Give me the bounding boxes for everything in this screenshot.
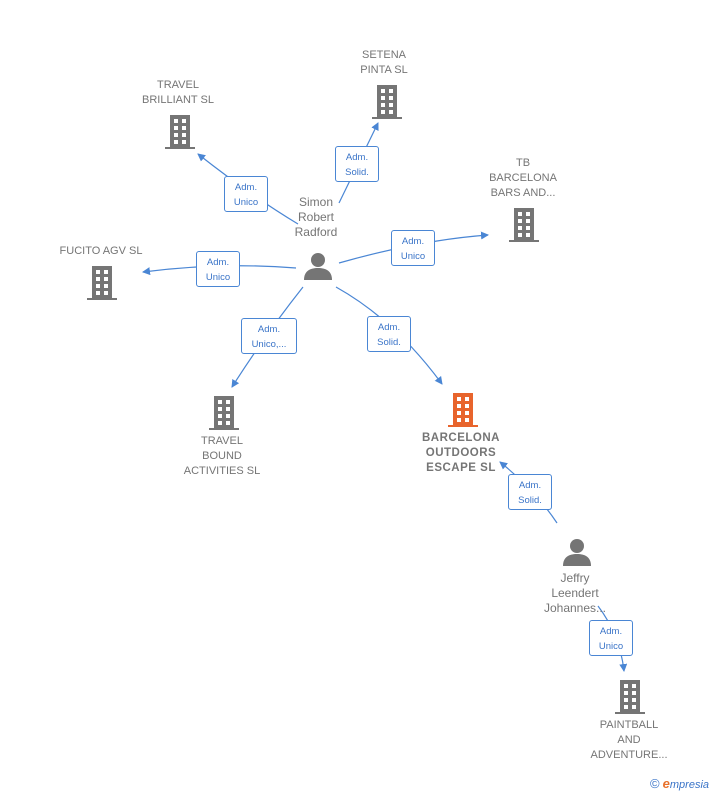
edge-label-barcelona-outdoors[interactable]: Adm. Solid. bbox=[367, 316, 411, 352]
edge-label-tb-barcelona[interactable]: Adm. Unico bbox=[391, 230, 435, 266]
person-icon[interactable] bbox=[563, 539, 591, 566]
focus-building-icon[interactable] bbox=[448, 393, 478, 427]
edge-label-setena[interactable]: Adm. Solid. bbox=[335, 146, 379, 182]
brand-logo-text: mpresia bbox=[669, 779, 710, 791]
node-label-travel-brilliant[interactable]: TRAVEL BRILLIANT SL bbox=[142, 79, 214, 106]
edge-label-travel-bound[interactable]: Adm. Unico,... bbox=[241, 318, 297, 354]
node-label-paintball[interactable]: PAINTBALL AND ADVENTURE... bbox=[590, 719, 668, 761]
building-icon[interactable] bbox=[209, 396, 239, 430]
building-icon[interactable] bbox=[165, 115, 195, 149]
building-icon[interactable] bbox=[509, 208, 539, 242]
person-icon[interactable] bbox=[304, 253, 332, 280]
node-label-tb-barcelona[interactable]: TB BARCELONA BARS AND... bbox=[489, 157, 557, 199]
copyright-icon: © bbox=[650, 776, 660, 791]
node-label-fucito[interactable]: FUCITO AGV SL bbox=[59, 245, 143, 257]
node-label-setena[interactable]: SETENA PINTA SL bbox=[360, 49, 408, 76]
building-icon[interactable] bbox=[87, 266, 117, 300]
building-icon[interactable] bbox=[372, 85, 402, 119]
brand-footer: © empresia bbox=[650, 776, 709, 794]
edge-label-jeffry-barcelona[interactable]: Adm. Solid. bbox=[508, 474, 552, 510]
node-label-simon[interactable]: Simon Robert Radford bbox=[294, 195, 338, 239]
edge-label-paintball[interactable]: Adm. Unico bbox=[589, 620, 633, 656]
brand-logo-initial: e bbox=[662, 776, 670, 791]
edge-label-travel-brilliant[interactable]: Adm. Unico bbox=[224, 176, 268, 212]
edge-label-fucito[interactable]: Adm. Unico bbox=[196, 251, 240, 287]
building-icon[interactable] bbox=[615, 680, 645, 714]
node-label-travel-bound[interactable]: TRAVEL BOUND ACTIVITIES SL bbox=[183, 435, 261, 477]
node-label-jeffry[interactable]: Jeffry Leendert Johannes... bbox=[543, 571, 607, 615]
node-label-barcelona-outdoors[interactable]: BARCELONA OUTDOORS ESCAPE SL bbox=[422, 432, 500, 474]
